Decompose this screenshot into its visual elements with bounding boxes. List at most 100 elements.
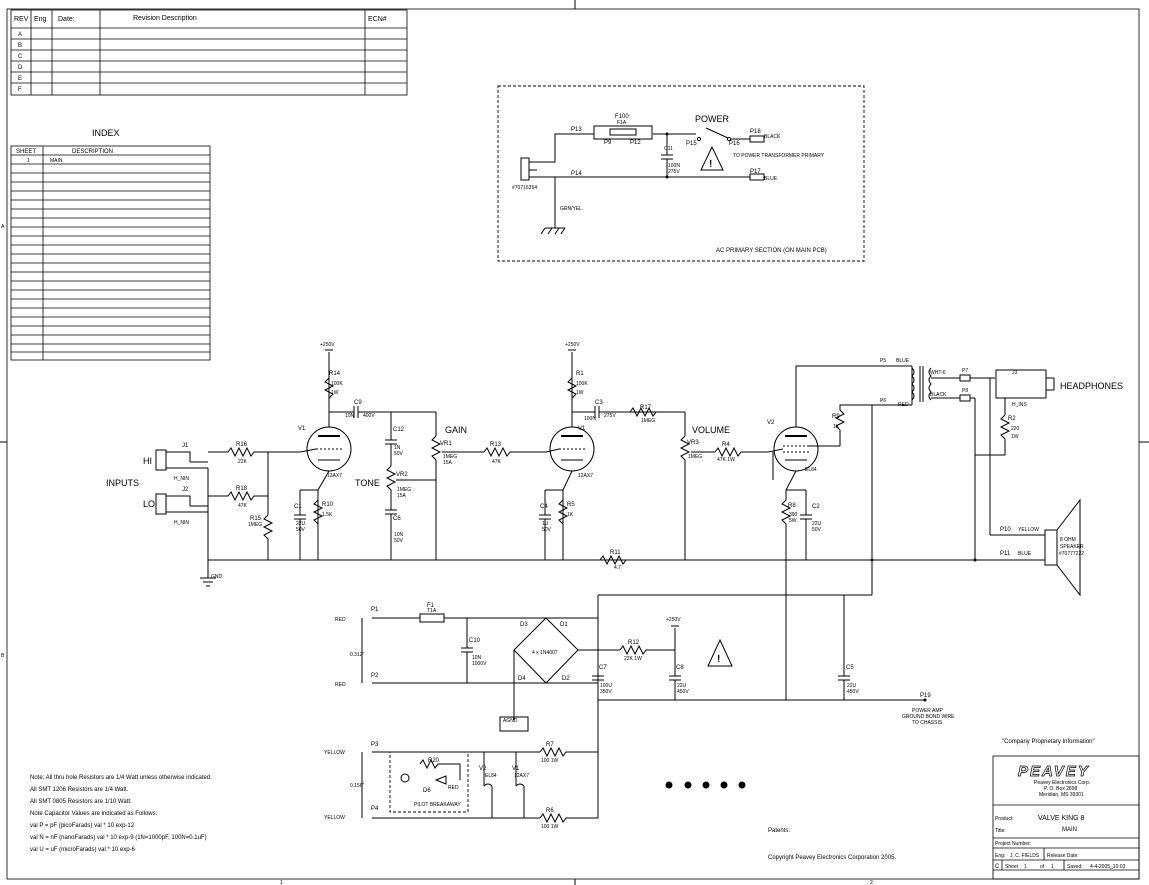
- border-zone-b: B: [1, 653, 5, 659]
- vr1-taper: 15A: [443, 460, 453, 466]
- b250-2: +250V: [565, 342, 580, 348]
- r6: R6: [546, 808, 554, 814]
- ecn-header: ECN#: [368, 16, 387, 23]
- index-sheet-1: 1: [27, 158, 30, 164]
- sheet-label: Sheet: [1005, 864, 1019, 870]
- dim-156: 0.156": [350, 783, 365, 789]
- ground-wire-label: GRN/YEL: [560, 206, 582, 212]
- c8-value: 22U: [677, 683, 687, 689]
- f1-value: T1A: [427, 608, 437, 614]
- r2-value: 220: [1011, 426, 1020, 432]
- address-1: P. O. Box 2898: [1044, 786, 1077, 792]
- note-5: val P = pF (picoFarads) val * 10 exp-12: [30, 823, 135, 829]
- preamp-section: GND INPUTS HI LO J1 J2 H_NIN H_NIN R16 2…: [106, 342, 1123, 597]
- r9-value: 1K: [833, 424, 840, 430]
- c6-voltage: 50V: [394, 538, 404, 544]
- rev-f: F: [18, 87, 22, 93]
- r16-value: 22K: [238, 459, 248, 465]
- title-label: Title:: [995, 828, 1006, 834]
- pin-p18: P18: [750, 129, 761, 135]
- f1: F1: [427, 603, 435, 609]
- j2-hnin: H_NIN: [174, 520, 189, 526]
- notes: Note: All thru hole Resistors are 1/4 Wa…: [30, 739, 1095, 861]
- r8-value: 390: [789, 512, 798, 518]
- c5-value: 22U: [847, 683, 857, 689]
- r10: R10: [322, 502, 334, 508]
- c2-voltage: 50V: [812, 527, 822, 533]
- c2: C2: [812, 504, 820, 510]
- r1-watt: 1W: [576, 390, 584, 396]
- p19: P19: [920, 693, 931, 699]
- c4: C4: [540, 504, 548, 510]
- c4-voltage: 50V: [542, 527, 552, 533]
- v1a-type: 12AX7: [327, 473, 342, 479]
- p5: P5: [880, 358, 886, 364]
- r15: R15: [250, 516, 262, 522]
- heater-v2-type: EL84: [485, 773, 497, 779]
- wire-blue: BLUE: [764, 176, 778, 182]
- v2-label: V2: [767, 420, 775, 426]
- speaker-part: #70777222: [1059, 551, 1084, 557]
- c1-value: 22U: [296, 521, 306, 527]
- eng-name: J. C. FIELDS: [1010, 853, 1040, 859]
- p2-red: RED: [335, 682, 346, 688]
- headphones-label: HEADPHONES: [1060, 381, 1123, 391]
- c4-value: 1U: [542, 521, 549, 527]
- fuse-f100: F100: [615, 114, 629, 120]
- title-block: PEAVEY Peavey Electronics Corp. P. O. Bo…: [992, 755, 1140, 880]
- r11: R11: [610, 550, 621, 556]
- c12: C12: [393, 427, 405, 433]
- release-label: Release Date:: [1047, 853, 1079, 859]
- p10-yellow: YELLOW: [1018, 527, 1039, 533]
- c9-value: 10N: [345, 413, 355, 419]
- company-name: Peavey Electronics Corp.: [1034, 780, 1090, 786]
- wht-label: WHT-6: [930, 370, 946, 376]
- pin-p15: P15: [686, 141, 697, 147]
- fuse-f100-value: F1A: [617, 120, 627, 126]
- r4-value: 47K 1W: [717, 457, 735, 463]
- lo-label: LO: [143, 499, 155, 509]
- vr2: VR2: [396, 472, 408, 478]
- size-value: C: [995, 864, 1000, 870]
- heater-v1-type: 12AX7: [514, 773, 529, 779]
- r18-value: 47K: [238, 503, 248, 509]
- r18: R18: [236, 486, 248, 492]
- headphone-jack: [995, 369, 1047, 399]
- product-label: Product:: [995, 816, 1014, 822]
- j3-hins: H_INS: [1012, 402, 1027, 408]
- peavey-logo: PEAVEY: [1018, 763, 1090, 780]
- pin-p16: P16: [729, 141, 740, 147]
- pilot-label: PILOT BREAKAWAY: [414, 802, 461, 808]
- note-1: Note: All thru hole Resistors are 1/4 Wa…: [30, 775, 212, 781]
- r5-value: 1K: [567, 512, 574, 518]
- c7: C7: [599, 665, 607, 671]
- sheet-number: 1: [1024, 864, 1027, 870]
- copyright: Copyright Peavey Electronics Corporation…: [768, 855, 896, 861]
- ac-section-title: AC PRIMARY SECTION (ON MAIN PCB): [716, 248, 827, 254]
- project-label: Project Number:: [995, 841, 1031, 847]
- p7: P7: [962, 368, 968, 374]
- saved-label: Saved:: [1067, 864, 1083, 870]
- r13: R13: [490, 442, 502, 448]
- vr2-taper: 15A: [397, 493, 407, 499]
- r2: R2: [1008, 416, 1016, 422]
- d2: D2: [562, 676, 570, 682]
- v1b-label: V1: [578, 426, 586, 432]
- ac-section-boundary: [497, 85, 865, 262]
- speaker-word: SPEAKER: [1060, 544, 1084, 550]
- j1-hnin: H_NIN: [174, 476, 189, 482]
- d6: D6: [423, 788, 431, 794]
- c12-voltage: 50V: [394, 451, 404, 457]
- agnd-label: AGND: [503, 718, 518, 724]
- saved-date: 4-4-2005_10:03: [1090, 864, 1126, 870]
- patents: Patents:: [768, 828, 790, 834]
- rev-e: E: [18, 76, 22, 82]
- index-table: INDEX SHEET DESCRIPTION 1 MAIN: [10, 128, 211, 361]
- b250-1: +250V: [320, 342, 335, 348]
- cap-c11: C11: [664, 146, 673, 152]
- p3: P3: [371, 742, 379, 748]
- vr3-value: 1MEG: [688, 454, 702, 460]
- border-zone-1: 1: [280, 880, 283, 885]
- speaker: [1044, 529, 1058, 566]
